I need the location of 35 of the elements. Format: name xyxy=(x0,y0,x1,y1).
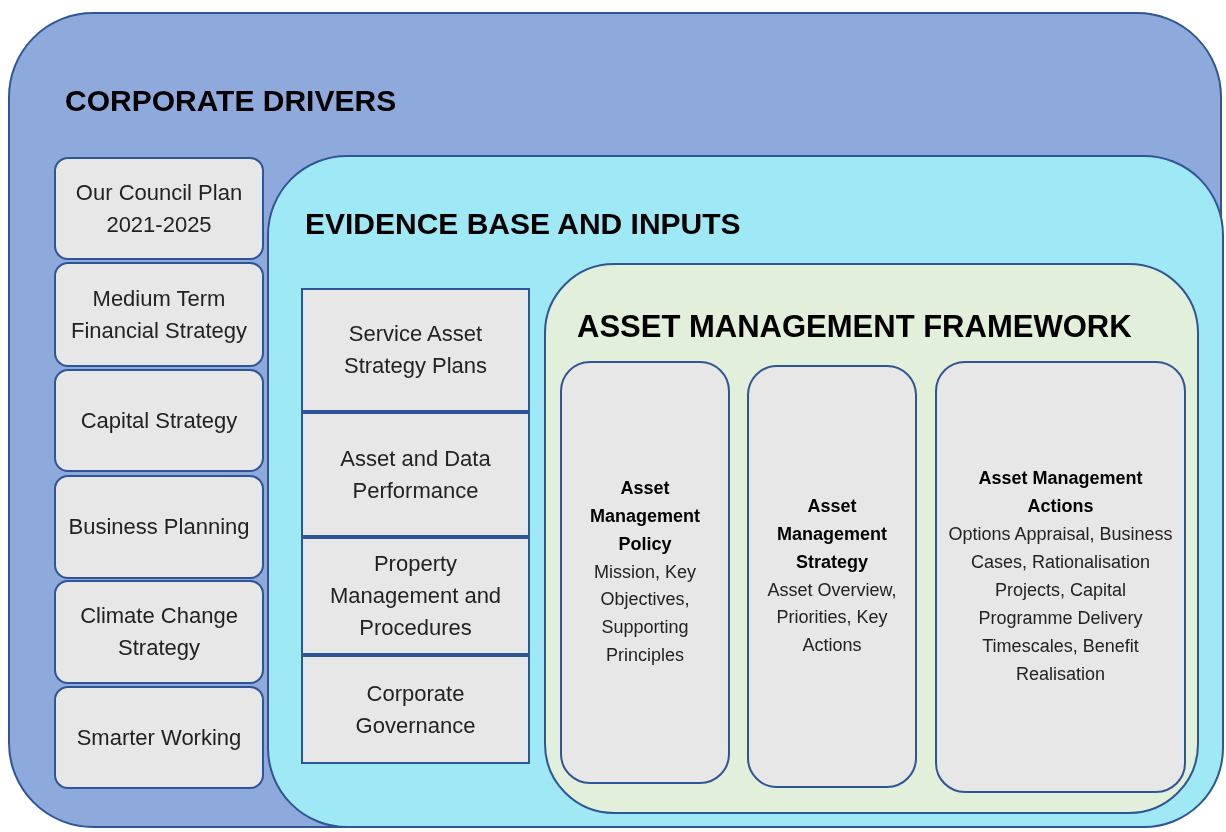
box-label: Business Planning xyxy=(67,513,251,542)
group-panel xyxy=(8,12,1222,828)
card-heading: Asset Management Actions xyxy=(977,467,1144,519)
input-box xyxy=(301,537,530,655)
driver-box xyxy=(54,580,264,684)
driver-box xyxy=(54,157,264,260)
box-label: Asset and Data Performance xyxy=(339,444,492,505)
box-label: Corporate Governance xyxy=(354,679,477,740)
framework-card xyxy=(747,365,917,788)
box-label: Asset Overview, Priorities, Key Actions xyxy=(766,578,898,658)
framework-card xyxy=(560,361,730,784)
box-label: Our Council Plan 2021-2025 xyxy=(74,178,244,239)
box-label: Smarter Working xyxy=(75,723,243,752)
card-heading: Asset Management Policy xyxy=(589,476,701,556)
group-panel xyxy=(267,155,1224,828)
group-panel xyxy=(544,263,1199,814)
driver-box xyxy=(54,369,264,472)
card-heading: Asset Management Strategy xyxy=(776,494,888,574)
input-box xyxy=(301,288,530,412)
box-label: Property Management and Procedures xyxy=(328,550,503,642)
input-box xyxy=(301,655,530,764)
box-label: Medium Term Financial Strategy xyxy=(69,284,249,345)
box-label: Capital Strategy xyxy=(79,406,239,435)
box-label: Mission, Key Objectives, Supporting Principles xyxy=(592,560,697,668)
driver-box xyxy=(54,475,264,579)
section-heading: CORPORATE DRIVERS xyxy=(65,84,397,118)
driver-box xyxy=(54,686,264,789)
box-label: Climate Change Strategy xyxy=(79,602,239,662)
input-box xyxy=(301,412,530,537)
framework-card xyxy=(935,361,1186,793)
driver-box xyxy=(54,262,264,367)
box-label: Options Appraisal, Business Cases, Rationalisation Projects, Capital Programme Delivery Timescales, Benefit Realisation xyxy=(947,523,1174,686)
section-heading: EVIDENCE BASE AND INPUTS xyxy=(305,207,741,241)
box-label: Service Asset Strategy Plans xyxy=(342,320,489,380)
section-heading: ASSET MANAGEMENT FRAMEWORK xyxy=(577,309,1132,345)
